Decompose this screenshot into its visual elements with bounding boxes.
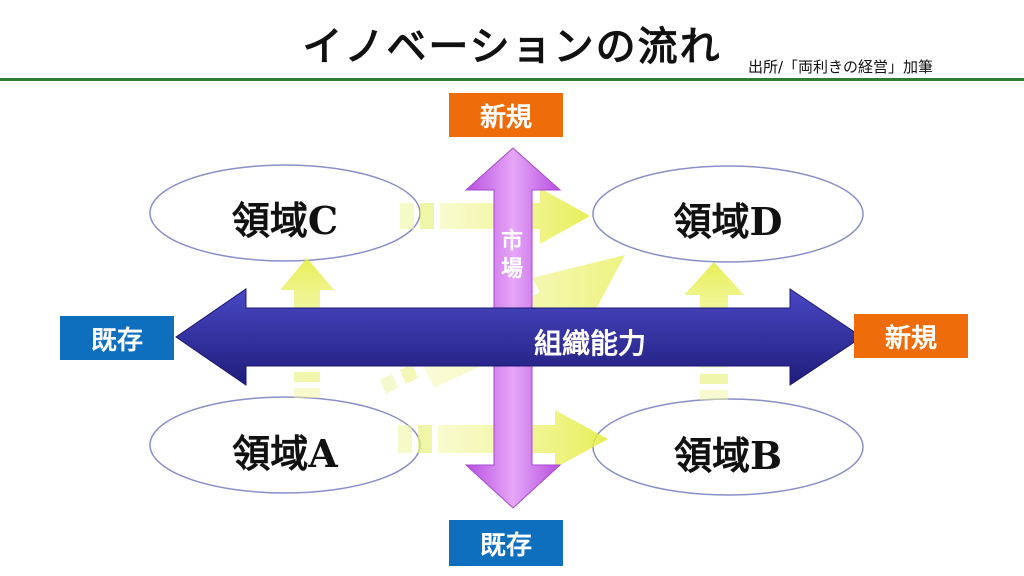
market-axis-label-char-2: 場 xyxy=(500,257,523,282)
market-axis-label-char-1: 市 xyxy=(500,229,523,254)
domain-d-ellipse xyxy=(592,165,864,263)
capability-existing-label: 既存 xyxy=(60,316,174,360)
source-note: 出所/「両利きの経営」加筆 xyxy=(748,58,934,76)
market-new-label: 新規 xyxy=(449,93,563,137)
market-existing-label: 既存 xyxy=(449,520,563,566)
capability-new-label: 新規 xyxy=(854,314,968,358)
domain-b-label: 領域B xyxy=(673,433,783,478)
domain-c-label: 領域C xyxy=(231,198,339,243)
capability-axis-label: 組織能力 xyxy=(533,327,646,360)
market-axis-label: 市 場 xyxy=(494,228,530,284)
domain-a-label: 領域A xyxy=(232,431,338,476)
page-title: イノベーションの流れ xyxy=(302,23,722,70)
domain-d-label: 領域D xyxy=(673,199,783,244)
title-divider xyxy=(0,78,1024,81)
